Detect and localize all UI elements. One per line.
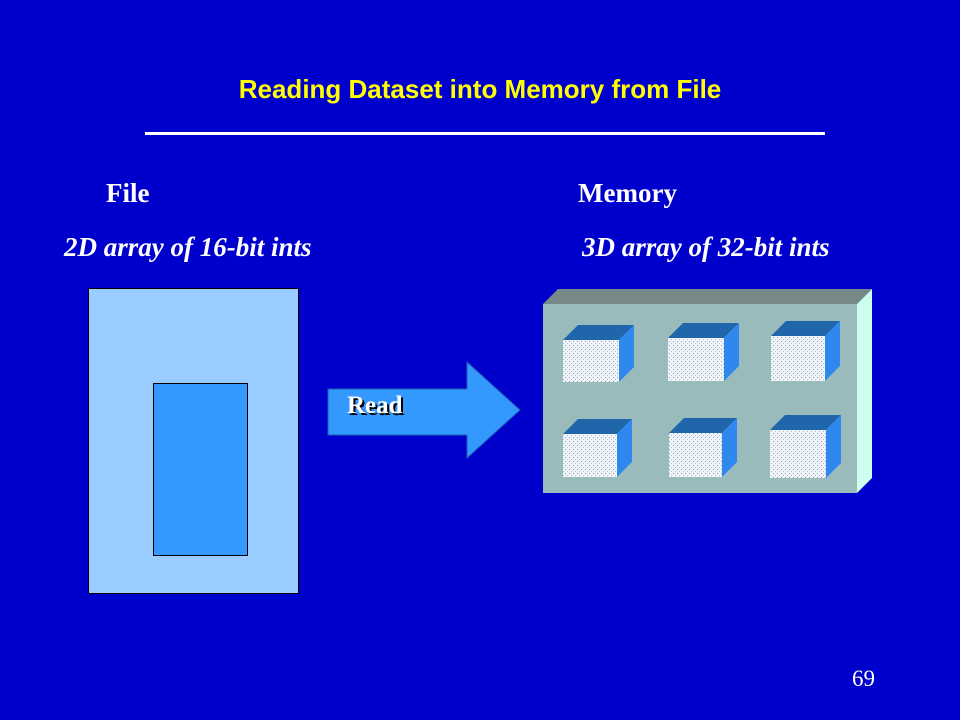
memory-cube: [563, 325, 634, 382]
memory-cube: [668, 323, 739, 381]
memory-label: Memory: [578, 178, 677, 208]
memory-cube: [563, 419, 632, 477]
memory-cube: [669, 418, 737, 477]
title-divider: [145, 132, 825, 135]
page-number: 69: [852, 666, 875, 691]
memory-description: 3D array of 32-bit ints: [582, 232, 830, 262]
slide-title: Reading Dataset into Memory from File: [238, 74, 722, 104]
read-arrow: [327, 360, 521, 460]
memory-cube: [770, 415, 841, 478]
memory-block-side: [857, 289, 872, 493]
file-label: File: [106, 178, 150, 208]
read-arrow-label: Read: [347, 392, 403, 419]
memory-block-top: [543, 289, 872, 304]
file-description: 2D array of 16-bit ints: [64, 232, 312, 262]
file-selection-rectangle: [153, 383, 248, 556]
memory-cube: [771, 321, 840, 381]
